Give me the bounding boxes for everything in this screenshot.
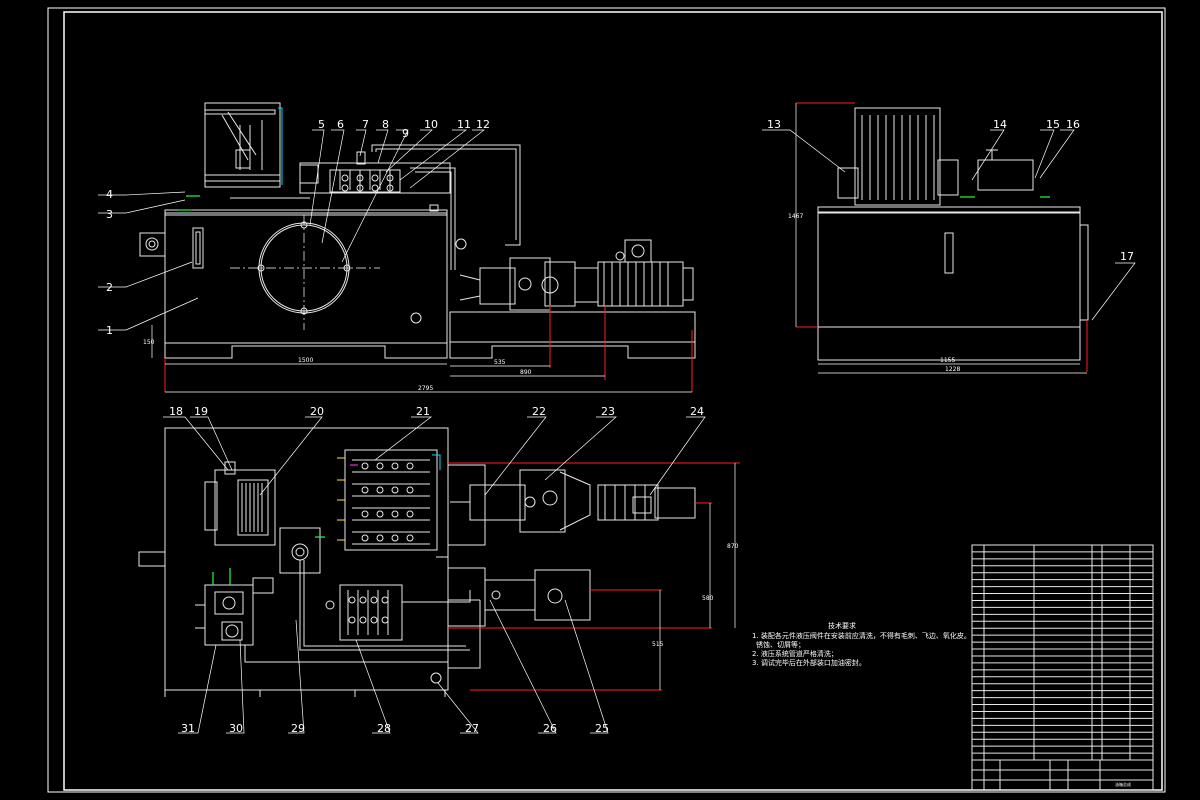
balloon-22: 22 [532,405,546,418]
dim-plan-pump-b: 515 [652,641,664,648]
outer-border [47,7,1166,793]
balloon-25: 25 [595,722,609,735]
notes-line-1b: 锈蚀、切屑等； [756,640,805,649]
balloon-15: 15 [1046,118,1060,131]
balloon-27: 27 [465,722,479,735]
notes-line-3: 3. 调试完毕后在外部装口加油密封。 [752,658,866,667]
parts-list [971,544,1154,761]
balloon-12: 12 [476,118,490,131]
balloon-5: 5 [318,118,325,131]
balloon-7: 7 [362,118,369,131]
side-view: 1467 1155 1228 [788,102,1089,374]
balloon-30: 30 [229,722,243,735]
balloon-3: 3 [106,208,113,221]
balloon-29: 29 [291,722,305,735]
balloon-4: 4 [106,188,113,201]
dim-side-tank: 1155 [940,357,955,364]
balloon-6: 6 [337,118,344,131]
balloon-17: 17 [1120,250,1134,263]
technical-requirements: 技术要求 1. 装配各元件液压阀件在安装前应清洗，不得有毛刺、飞边、氧化皮。 锈… [752,621,971,667]
balloon-10: 10 [424,118,438,131]
balloon-19: 19 [194,405,208,418]
front-view: 1500 535 890 2795 150 [139,102,696,393]
plan-view: 870 580 515 [138,427,740,697]
side-view-leaders [762,129,1136,321]
inner-border [63,11,1163,791]
front-view-leaders [98,129,486,331]
dim-front-motor-base: 890 [520,369,532,376]
dim-front-height: 150 [143,339,155,346]
dim-front-total: 2795 [418,385,433,392]
notes-line-2: 2. 液压系统管道严格清洗； [752,649,838,658]
balloon-23: 23 [601,405,615,418]
title-block: 油箱总成 [971,759,1154,791]
dim-side-height: 1467 [788,213,803,220]
balloon-11: 11 [457,118,471,131]
balloon-26: 26 [543,722,557,735]
balloon-9: 9 [402,127,409,140]
balloon-8: 8 [382,118,389,131]
balloon-28: 28 [377,722,391,735]
balloon-21: 21 [416,405,430,418]
balloon-14: 14 [993,118,1007,131]
balloon-18: 18 [169,405,183,418]
plan-view-leaders [163,416,706,734]
dim-side-total: 1228 [945,366,960,373]
dim-front-motor-offset: 535 [494,359,506,366]
balloon-2: 2 [106,281,113,294]
notes-title: 技术要求 [828,621,856,630]
balloon-24: 24 [690,405,704,418]
balloon-31: 31 [181,722,195,735]
balloon-13: 13 [767,118,781,131]
title-block-drawing-name: 油箱总成 [1115,781,1131,787]
dim-plan-depth: 870 [727,543,739,550]
balloon-1: 1 [106,324,113,337]
balloon-16: 16 [1066,118,1080,131]
dim-plan-pump-a: 580 [702,595,714,602]
balloon-labels: 1 2 3 4 5 6 7 8 9 10 11 12 13 14 15 16 1… [106,118,1134,735]
balloon-20: 20 [310,405,324,418]
notes-line-1: 1. 装配各元件液压阀件在安装前应清洗，不得有毛刺、飞边、氧化皮。 [752,631,971,640]
dim-front-tank-width: 1500 [298,357,313,364]
